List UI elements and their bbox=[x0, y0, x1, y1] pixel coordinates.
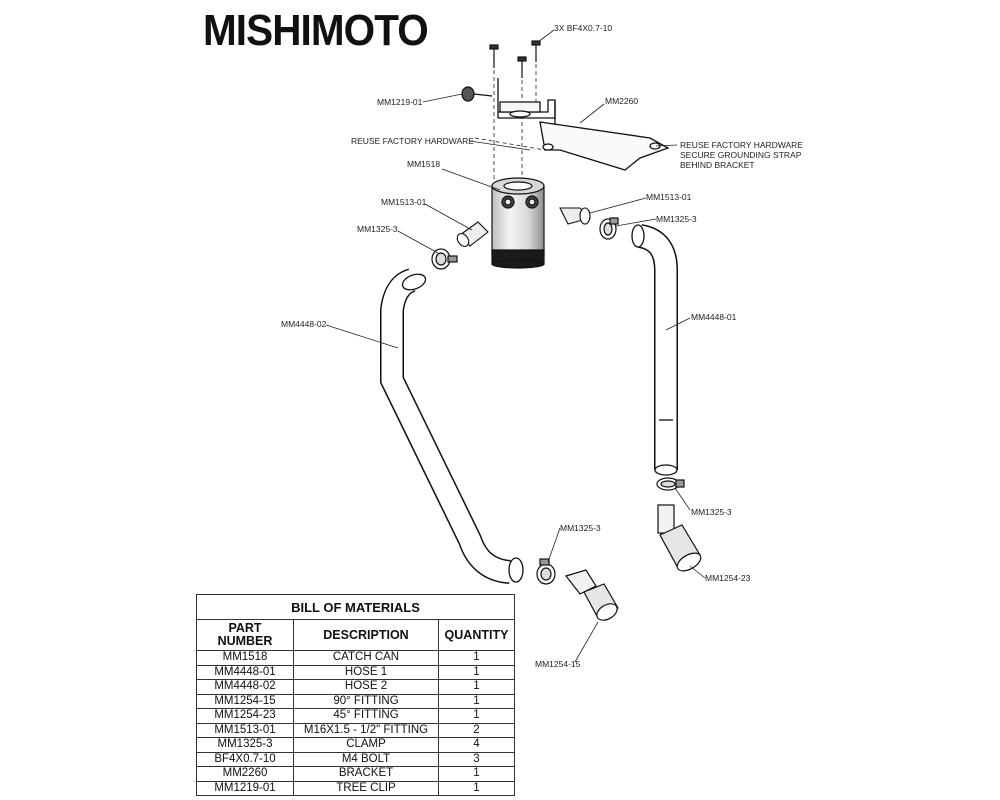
bom-cell-qty: 1 bbox=[438, 693, 515, 709]
clamp-icon bbox=[599, 217, 619, 240]
label-reuse-hardware-right-1: REUSE FACTORY HARDWARE bbox=[680, 140, 803, 150]
bom-cell-qty: 3 bbox=[438, 751, 515, 767]
label-reuse-hardware-right-3: BEHIND BRACKET bbox=[680, 160, 755, 170]
bracket-icon bbox=[497, 78, 670, 171]
catch-can-icon bbox=[491, 177, 545, 269]
bom-cell-desc: BRACKET bbox=[293, 766, 439, 782]
label-hose-left: MM4448-02 bbox=[281, 319, 327, 329]
bom-cell-desc: M4 BOLT bbox=[293, 751, 439, 767]
hose-left-icon bbox=[380, 268, 524, 584]
label-catch-can: MM1518 bbox=[407, 159, 440, 169]
bom-cell-qty: 2 bbox=[438, 722, 515, 738]
bom-cell-desc: CLAMP bbox=[293, 737, 439, 753]
bill-of-materials-table: BILL OF MATERIALS PART NUMBER DESCRIPTIO… bbox=[196, 594, 515, 796]
bom-cell-desc: CATCH CAN bbox=[293, 650, 439, 666]
bom-cell-qty: 1 bbox=[438, 766, 515, 782]
bom-header-quantity: QUANTITY bbox=[438, 619, 515, 651]
bolt-icon bbox=[489, 44, 499, 68]
bom-cell-qty: 1 bbox=[438, 650, 515, 666]
label-reuse-hardware-right-2: SECURE GROUNDING STRAP bbox=[680, 150, 802, 160]
bom-cell-part: MM1513-01 bbox=[196, 722, 294, 738]
tree-clip-icon bbox=[461, 86, 493, 102]
bom-cell-desc: HOSE 2 bbox=[293, 679, 439, 695]
clamp-icon bbox=[656, 477, 685, 491]
fitting-90-icon bbox=[564, 569, 619, 621]
bom-cell-part: BF4X0.7-10 bbox=[196, 751, 294, 767]
bom-cell-part: MM4448-02 bbox=[196, 679, 294, 695]
label-fitting-45: MM1254-23 bbox=[705, 573, 751, 583]
label-bolts: 3X BF4X0.7-10 bbox=[554, 23, 612, 33]
label-clamp-left: MM1325-3 bbox=[357, 224, 398, 234]
bom-cell-part: MM1254-23 bbox=[196, 708, 294, 724]
bolt-icon bbox=[517, 56, 527, 78]
fitting-45-icon bbox=[657, 504, 702, 572]
label-hose-right: MM4448-01 bbox=[691, 312, 737, 322]
bom-header-part-number: PART NUMBER bbox=[196, 619, 294, 651]
bom-cell-qty: 4 bbox=[438, 737, 515, 753]
bom-header-description: DESCRIPTION bbox=[293, 619, 439, 651]
label-fitting-right: MM1513-01 bbox=[646, 192, 692, 202]
fitting-right-icon bbox=[559, 207, 592, 225]
bom-cell-part: MM1325-3 bbox=[196, 737, 294, 753]
bolt-group bbox=[489, 40, 541, 78]
bom-header-part-line1: PART bbox=[228, 621, 262, 635]
bom-cell-desc: M16X1.5 - 1/2" FITTING bbox=[293, 722, 439, 738]
label-fitting-90: MM1254-15 bbox=[535, 659, 581, 669]
bom-cell-qty: 1 bbox=[438, 664, 515, 680]
bom-cell-desc: TREE CLIP bbox=[293, 780, 439, 796]
label-tree-clip: MM1219-01 bbox=[377, 97, 423, 107]
label-bracket: MM2260 bbox=[605, 96, 638, 106]
label-fitting-left: MM1513-01 bbox=[381, 197, 427, 207]
bom-cell-desc: 90° FITTING bbox=[293, 693, 439, 709]
bom-cell-qty: 1 bbox=[438, 780, 515, 796]
bom-cell-part: MM4448-01 bbox=[196, 664, 294, 680]
bom-cell-qty: 1 bbox=[438, 708, 515, 724]
clamp-icon bbox=[536, 558, 556, 585]
bom-cell-part: MM1518 bbox=[196, 650, 294, 666]
brand-logo: MISHIMOTO bbox=[203, 6, 429, 55]
bom-cell-desc: HOSE 1 bbox=[293, 664, 439, 680]
bolt-icon bbox=[531, 40, 541, 62]
clamp-icon bbox=[431, 248, 458, 270]
bom-cell-part: MM1254-15 bbox=[196, 693, 294, 709]
bom-cell-qty: 1 bbox=[438, 679, 515, 695]
label-clamp-right: MM1325-3 bbox=[656, 214, 697, 224]
bom-title: BILL OF MATERIALS bbox=[196, 594, 515, 620]
label-reuse-hardware-left: REUSE FACTORY HARDWARE bbox=[351, 136, 474, 146]
fitting-left-icon bbox=[456, 221, 489, 247]
bom-header-part-line2: NUMBER bbox=[217, 634, 273, 648]
bom-cell-desc: 45° FITTING bbox=[293, 708, 439, 724]
label-clamp-lower-left: MM1325-3 bbox=[560, 523, 601, 533]
bom-cell-part: MM2260 bbox=[196, 766, 294, 782]
bom-cell-part: MM1219-01 bbox=[196, 780, 294, 796]
hose-right-icon bbox=[631, 224, 678, 476]
label-clamp-lower-right: MM1325-3 bbox=[691, 507, 732, 517]
